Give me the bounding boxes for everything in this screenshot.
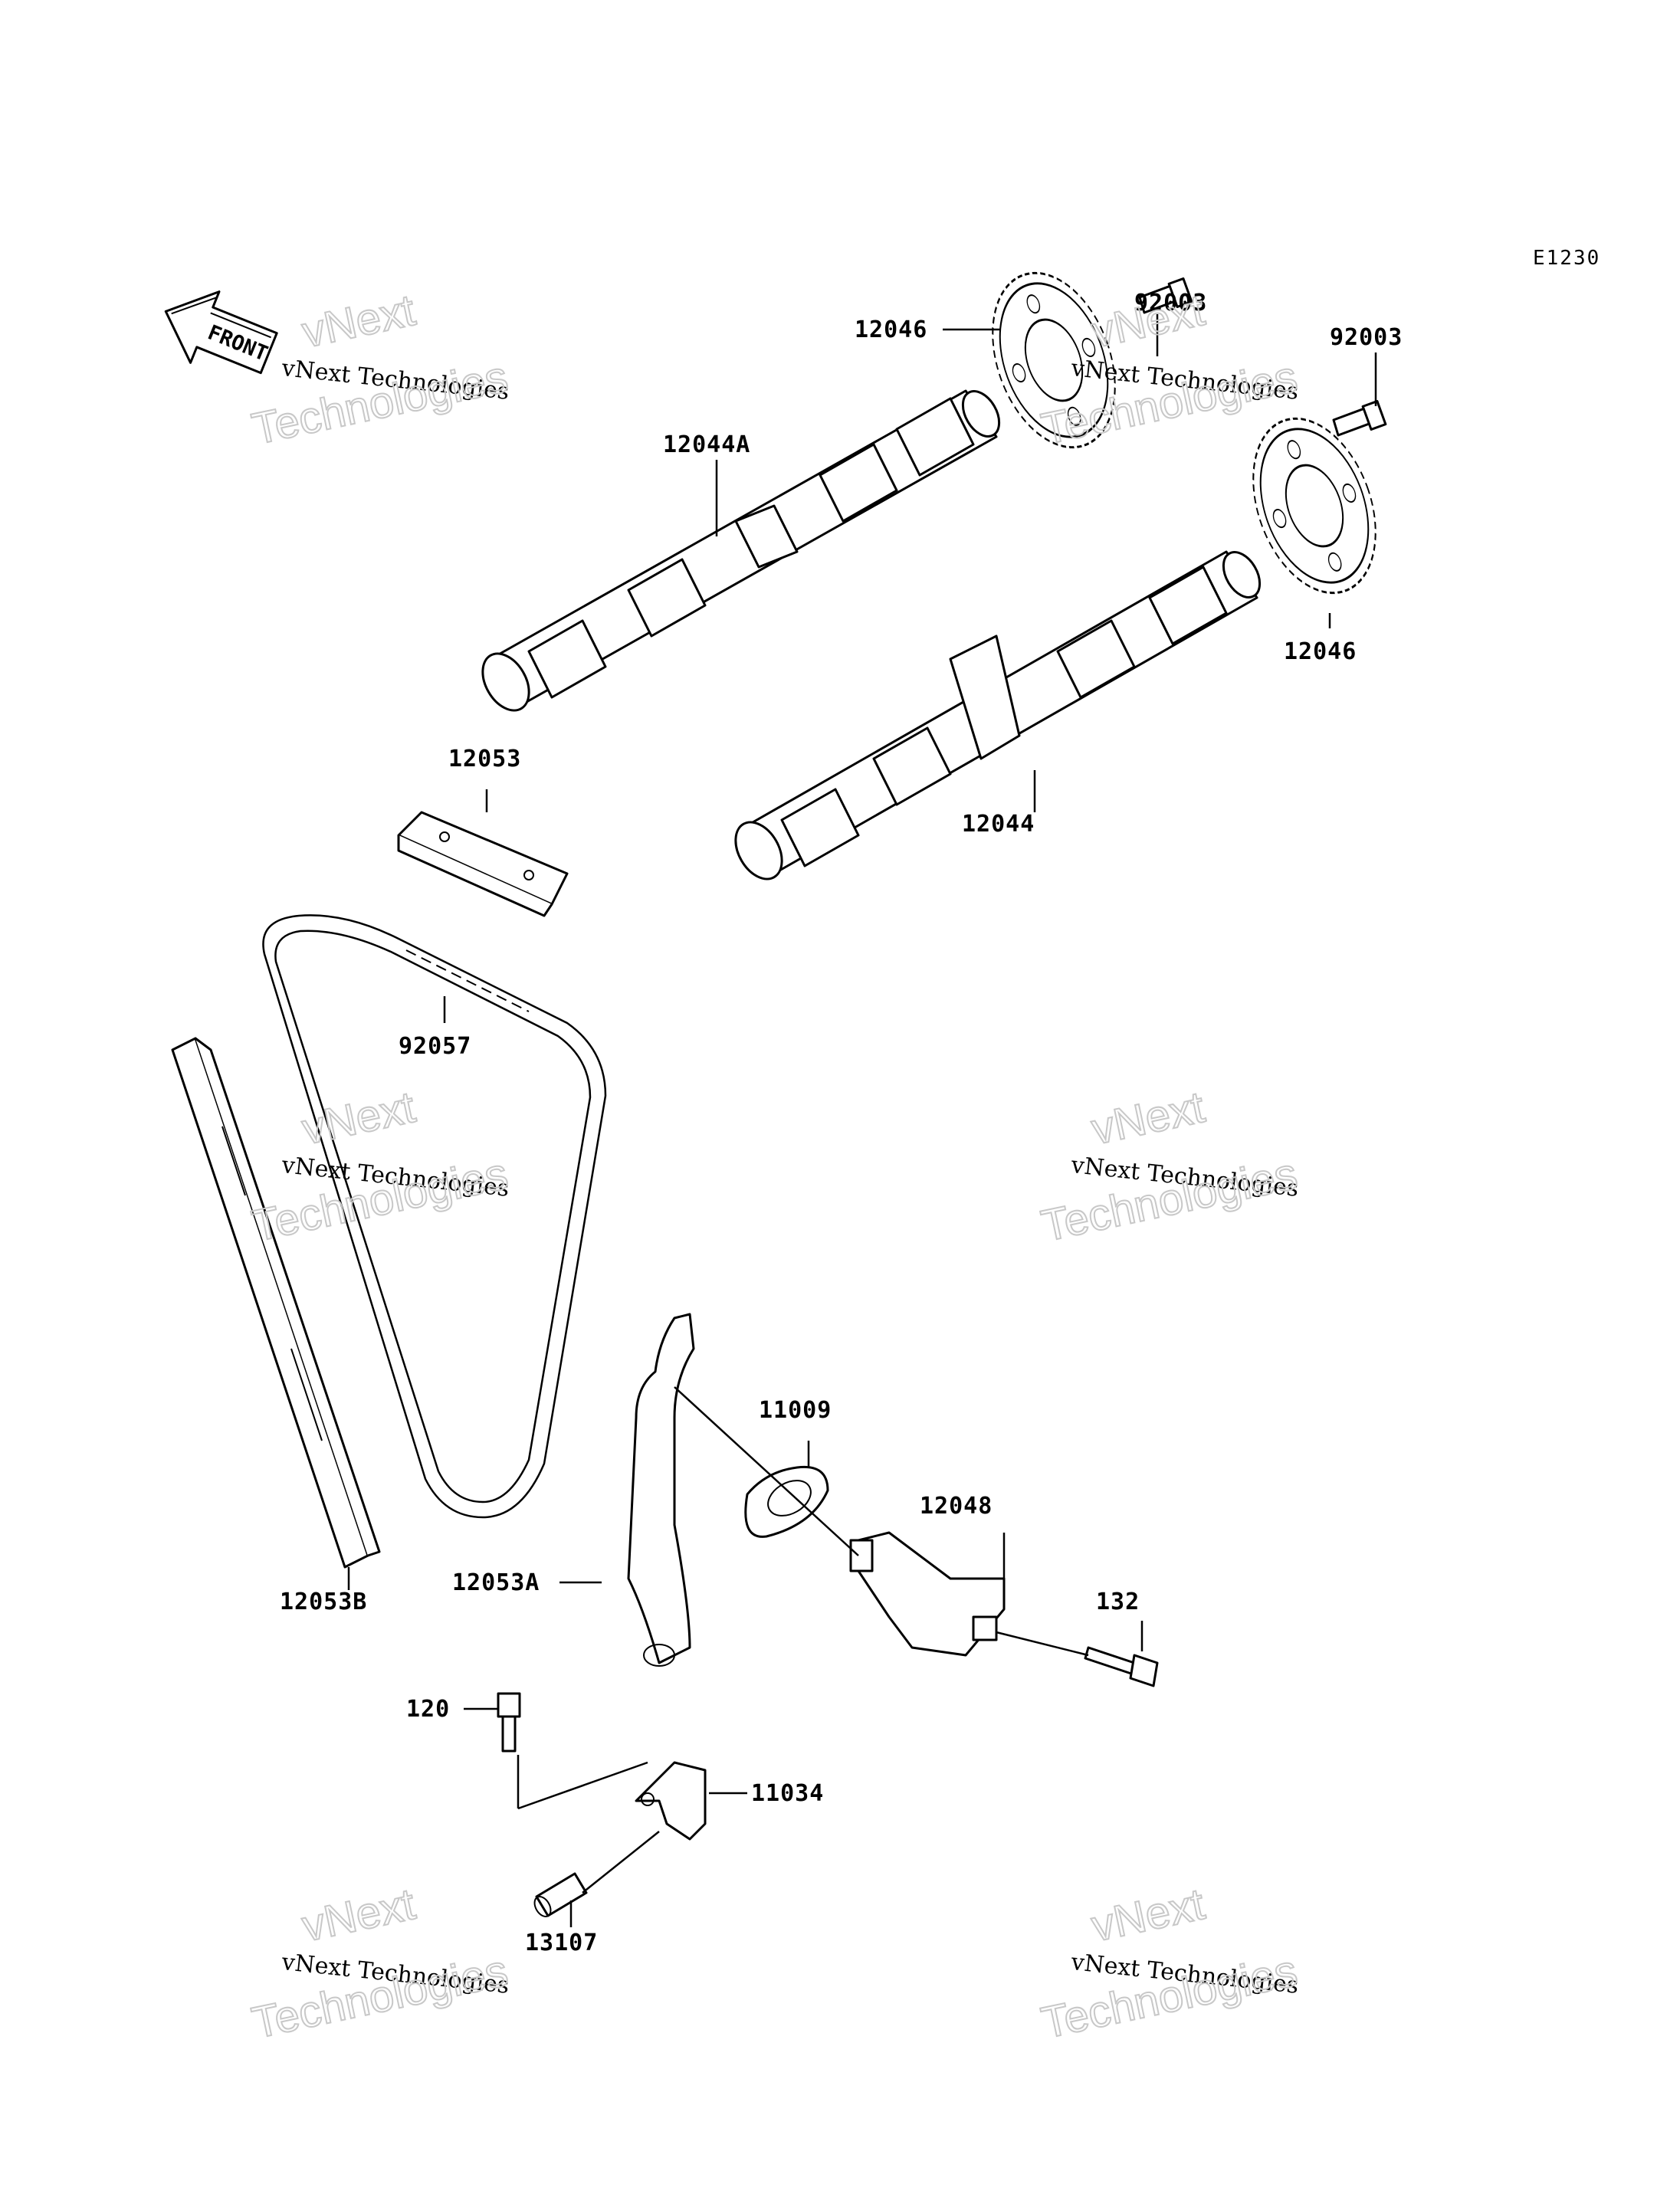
label-12044: 12044 (962, 811, 1035, 838)
label-12048: 12048 (920, 1493, 993, 1520)
leader-lines (347, 314, 1377, 1927)
chain-guide-rear[interactable] (627, 1313, 695, 1667)
watermark-6: vNext vNext Technologies Technologies (1036, 1878, 1302, 2049)
watermark-3-line2: vNext (298, 1082, 420, 1154)
watermark-2-line2: vNext (1088, 285, 1209, 357)
label-11034: 11034 (751, 1780, 824, 1807)
label-92003-upper: 92003 (1134, 290, 1207, 316)
socket-bolt[interactable] (497, 1692, 521, 1753)
gasket[interactable] (744, 1465, 829, 1538)
label-11009: 11009 (759, 1397, 832, 1424)
label-12053B: 12053B (280, 1589, 367, 1615)
watermark-6-line2: vNext (1088, 1879, 1209, 1951)
label-12053A: 12053A (452, 1569, 540, 1596)
bracket[interactable] (635, 1761, 707, 1841)
bolt-right[interactable] (1332, 400, 1387, 437)
label-120: 120 (406, 1696, 450, 1723)
watermark-1: vNext vNext Technologies Technologies (247, 284, 513, 455)
chain-guide-front[interactable] (171, 1037, 381, 1569)
front-arrow-icon: FRONT (164, 290, 278, 375)
chain-guide-top[interactable] (397, 811, 569, 917)
diagram-code: E1230 (1533, 247, 1600, 270)
chain-tensioner[interactable] (849, 1531, 1006, 1657)
watermark-1-line2: vNext (298, 285, 420, 357)
label-12046-upper: 12046 (855, 316, 927, 343)
label-12046-right: 12046 (1284, 638, 1357, 665)
label-92003-right: 92003 (1330, 324, 1403, 351)
watermark-4-line2: vNext (1088, 1082, 1209, 1154)
camshaft-upper[interactable] (473, 385, 1006, 718)
watermark-5-line2: vNext (298, 1879, 420, 1951)
label-12053: 12053 (448, 746, 521, 772)
watermark-3: vNext vNext Technologies Technologies (247, 1081, 513, 1252)
camshaft-sprocket-right[interactable] (1231, 402, 1398, 610)
flanged-bolt[interactable] (1084, 1646, 1159, 1687)
label-132: 132 (1096, 1589, 1140, 1615)
camshaft-sprocket-upper[interactable] (970, 256, 1137, 464)
watermark-4: vNext vNext Technologies Technologies (1036, 1081, 1302, 1252)
camshaft-lower[interactable] (726, 546, 1267, 887)
bolt-upper[interactable] (1138, 277, 1193, 314)
cam-chain[interactable] (262, 914, 607, 1519)
label-92057: 92057 (399, 1033, 471, 1060)
pin[interactable] (531, 1872, 588, 1920)
watermark-5: vNext vNext Technologies Technologies (247, 1878, 513, 2049)
label-12044A: 12044A (663, 431, 750, 458)
label-13107: 13107 (525, 1930, 598, 1956)
